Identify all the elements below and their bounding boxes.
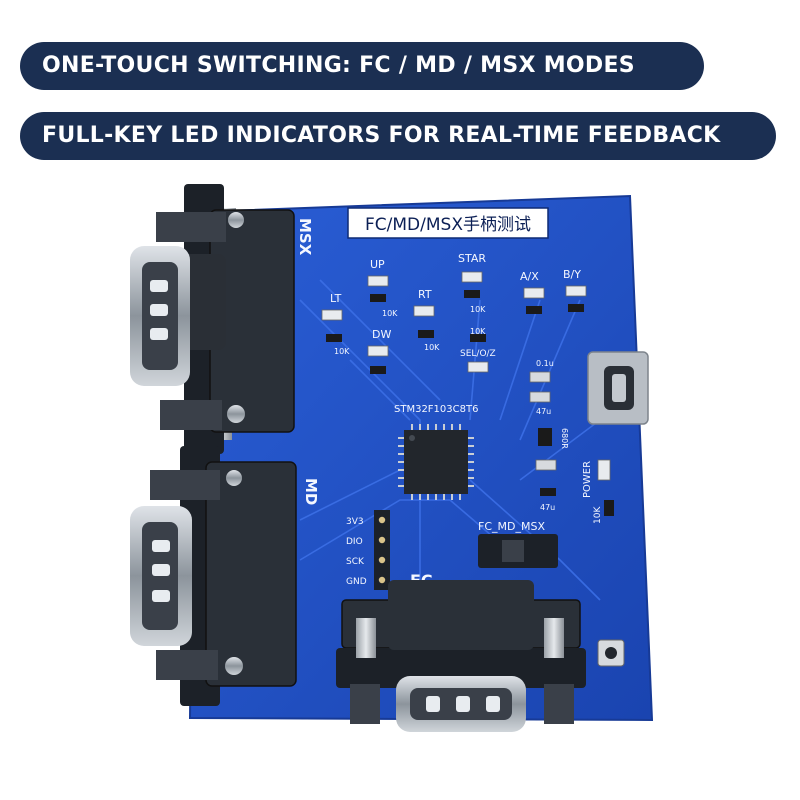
- chip-label: STM32F103C8T6: [394, 404, 478, 415]
- svg-text:B/Y: B/Y: [563, 268, 581, 281]
- db9-connector-fc: [336, 580, 586, 732]
- res-label-680: 680R: [560, 428, 569, 449]
- cap-label-3: 47u: [540, 503, 555, 512]
- resistor-label-sel: 10K: [470, 327, 486, 336]
- svg-text:SEL/O/Z: SEL/O/Z: [460, 349, 496, 359]
- svg-text:STAR: STAR: [458, 252, 486, 265]
- feature-banner-switching: ONE-TOUCH SWITCHING: FC / MD / MSX MODES: [20, 42, 704, 90]
- capacitor: [529, 391, 551, 403]
- regulator: [538, 428, 552, 446]
- key-led-by: B/Y: [563, 268, 587, 312]
- power-label: POWER: [582, 461, 593, 498]
- key-led-dw: DW: [367, 328, 391, 374]
- port-label-msx: MSX: [296, 218, 314, 256]
- board-title: FC/MD/MSX手柄测试: [365, 215, 531, 235]
- key-led-ax: A/X: [520, 270, 545, 314]
- svg-text:GND: GND: [346, 577, 367, 587]
- cap-label-2: 47u: [536, 407, 551, 416]
- power-led: [597, 459, 611, 481]
- capacitor: [529, 371, 551, 383]
- svg-text:DIO: DIO: [346, 537, 363, 547]
- mcu-chip: [398, 424, 474, 500]
- svg-text:UP: UP: [370, 258, 385, 271]
- switch-label: FC_MD_MSX: [478, 520, 545, 533]
- key-led-rt: RT: [413, 288, 435, 338]
- resistor-label-lt: 10K: [334, 347, 350, 356]
- port-label-md: MD: [302, 478, 320, 505]
- key-led-lt: LT: [321, 292, 343, 342]
- pin-header: 3V3 DIO SCK GND: [346, 510, 390, 590]
- db9-connector-md: [130, 446, 297, 706]
- cap-label-1: 0.1u: [536, 359, 554, 368]
- svg-text:A/X: A/X: [520, 270, 539, 283]
- usb-c-port: [587, 351, 649, 425]
- resistor-label-rt: 10K: [424, 343, 440, 352]
- key-led-up: UP: [367, 258, 389, 302]
- db9-connector-msx: [130, 184, 295, 454]
- resistor: [604, 500, 614, 516]
- svg-text:SCK: SCK: [346, 557, 365, 567]
- mode-switch-slider: [502, 540, 524, 562]
- svg-text:3V3: 3V3: [346, 517, 364, 527]
- resistor-label-power: 10K: [593, 506, 603, 524]
- key-led-star: STAR: [458, 252, 486, 298]
- resistor: [540, 488, 556, 496]
- feature-banner-led: FULL-KEY LED INDICATORS FOR REAL-TIME FE…: [20, 112, 776, 160]
- board-title-plate: [347, 207, 549, 239]
- svg-text:RT: RT: [418, 288, 432, 301]
- capacitor: [535, 459, 557, 471]
- svg-text:LT: LT: [330, 292, 342, 305]
- svg-text:DW: DW: [372, 328, 391, 341]
- key-led-sel: SEL/O/Z: [460, 334, 496, 373]
- resistor-label-up: 10K: [382, 309, 398, 318]
- resistor-label-star: 10K: [470, 305, 486, 314]
